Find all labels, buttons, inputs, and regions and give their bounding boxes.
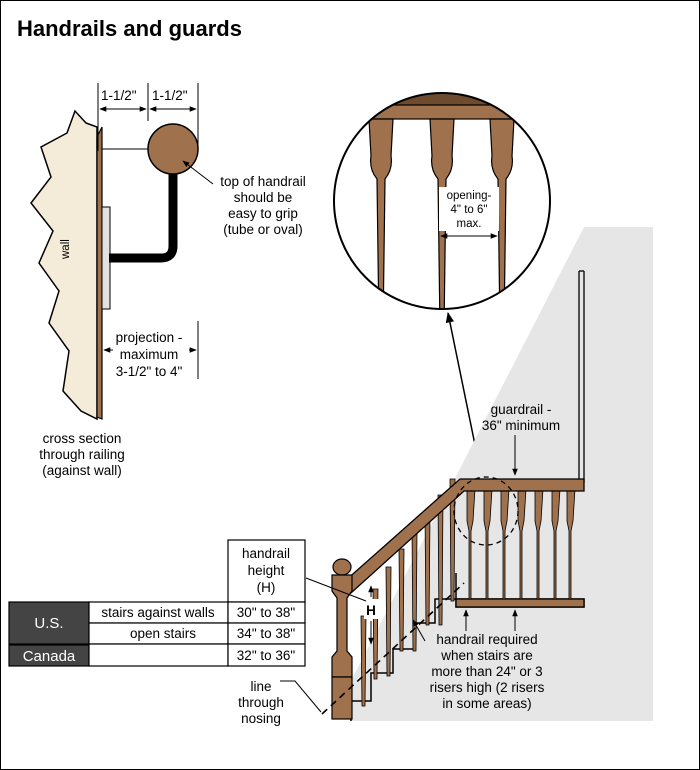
dimension-right: 1-1/2" bbox=[152, 88, 188, 103]
svg-text:cross section: cross section bbox=[43, 431, 122, 446]
svg-text:projection -: projection - bbox=[116, 330, 183, 345]
svg-text:Canada: Canada bbox=[23, 648, 76, 665]
svg-text:34" to 38": 34" to 38" bbox=[237, 626, 296, 641]
svg-text:through: through bbox=[238, 695, 284, 710]
svg-text:easy to grip: easy to grip bbox=[228, 206, 298, 221]
svg-text:when stairs are: when stairs are bbox=[440, 648, 533, 663]
svg-text:U.S.: U.S. bbox=[34, 615, 63, 632]
svg-text:4" to 6": 4" to 6" bbox=[451, 204, 488, 216]
svg-text:risers high (2 risers: risers high (2 risers bbox=[430, 680, 545, 695]
grip-note: top of handrail should be easy to grip (… bbox=[220, 174, 306, 237]
table-row: open stairs 34" to 38" bbox=[130, 626, 295, 641]
guardrail-label: guardrail - 36" minimum bbox=[482, 402, 560, 433]
svg-text:30" to 38": 30" to 38" bbox=[237, 605, 296, 620]
page-title: Handrails and guards bbox=[17, 16, 242, 41]
svg-text:32" to 36": 32" to 36" bbox=[237, 648, 296, 663]
svg-text:top of handrail: top of handrail bbox=[220, 174, 306, 189]
svg-text:(against wall): (against wall) bbox=[42, 463, 122, 478]
svg-text:3-1/2" to 4": 3-1/2" to 4" bbox=[116, 364, 183, 379]
newel-post bbox=[331, 558, 353, 720]
svg-text:max.: max. bbox=[457, 218, 482, 230]
cross-section-caption: cross section through railing (against w… bbox=[39, 431, 125, 478]
svg-text:through railing: through railing bbox=[39, 447, 125, 462]
svg-text:stairs against walls: stairs against walls bbox=[101, 605, 215, 620]
opening-label: opening- 4" to 6" max. bbox=[447, 190, 492, 230]
baluster bbox=[489, 118, 515, 309]
svg-text:more than 24" or 3: more than 24" or 3 bbox=[431, 664, 542, 679]
svg-text:(H): (H) bbox=[257, 580, 276, 595]
table-row: U.S. stairs against walls 30" to 38" bbox=[34, 605, 295, 632]
landing-balusters bbox=[466, 488, 576, 600]
svg-text:handrail required: handrail required bbox=[436, 632, 537, 647]
handrail-bracket bbox=[109, 171, 178, 263]
svg-text:handrail: handrail bbox=[242, 546, 290, 561]
handrail-height-table: handrail height (H) U.S. stairs against … bbox=[8, 539, 306, 667]
svg-text:(tube or oval): (tube or oval) bbox=[223, 222, 303, 237]
svg-text:height: height bbox=[248, 563, 285, 578]
svg-text:opening-: opening- bbox=[447, 190, 492, 202]
svg-text:should be: should be bbox=[234, 190, 293, 205]
baluster bbox=[368, 118, 394, 309]
wall-section bbox=[30, 109, 98, 421]
svg-text:line: line bbox=[250, 679, 271, 694]
wall-board bbox=[96, 126, 103, 420]
svg-text:36" minimum: 36" minimum bbox=[482, 418, 560, 433]
svg-text:nosing: nosing bbox=[241, 711, 281, 726]
handrail-required-note: handrail required when stairs are more t… bbox=[430, 632, 545, 711]
table-header: handrail height (H) bbox=[242, 546, 290, 595]
wall-label: wall bbox=[60, 239, 72, 260]
h-marker: H bbox=[366, 603, 376, 618]
projection-note: projection - maximum 3-1/2" to 4" bbox=[109, 330, 193, 379]
nosing-label: line through nosing bbox=[238, 679, 284, 726]
svg-text:guardrail -: guardrail - bbox=[491, 402, 552, 417]
cross-section-figure: wall 1-1/2" 1-1/2" top of handrail shoul… bbox=[30, 83, 306, 478]
dimension-left: 1-1/2" bbox=[101, 88, 137, 103]
table-row: Canada 32" to 36" bbox=[23, 648, 296, 665]
mounting-plate bbox=[101, 206, 111, 310]
stair-figure: H guardrail - 36" minimum handrail requi… bbox=[238, 227, 653, 726]
svg-text:maximum: maximum bbox=[120, 347, 179, 362]
svg-text:open stairs: open stairs bbox=[130, 626, 196, 641]
svg-text:in some areas): in some areas) bbox=[442, 696, 531, 711]
